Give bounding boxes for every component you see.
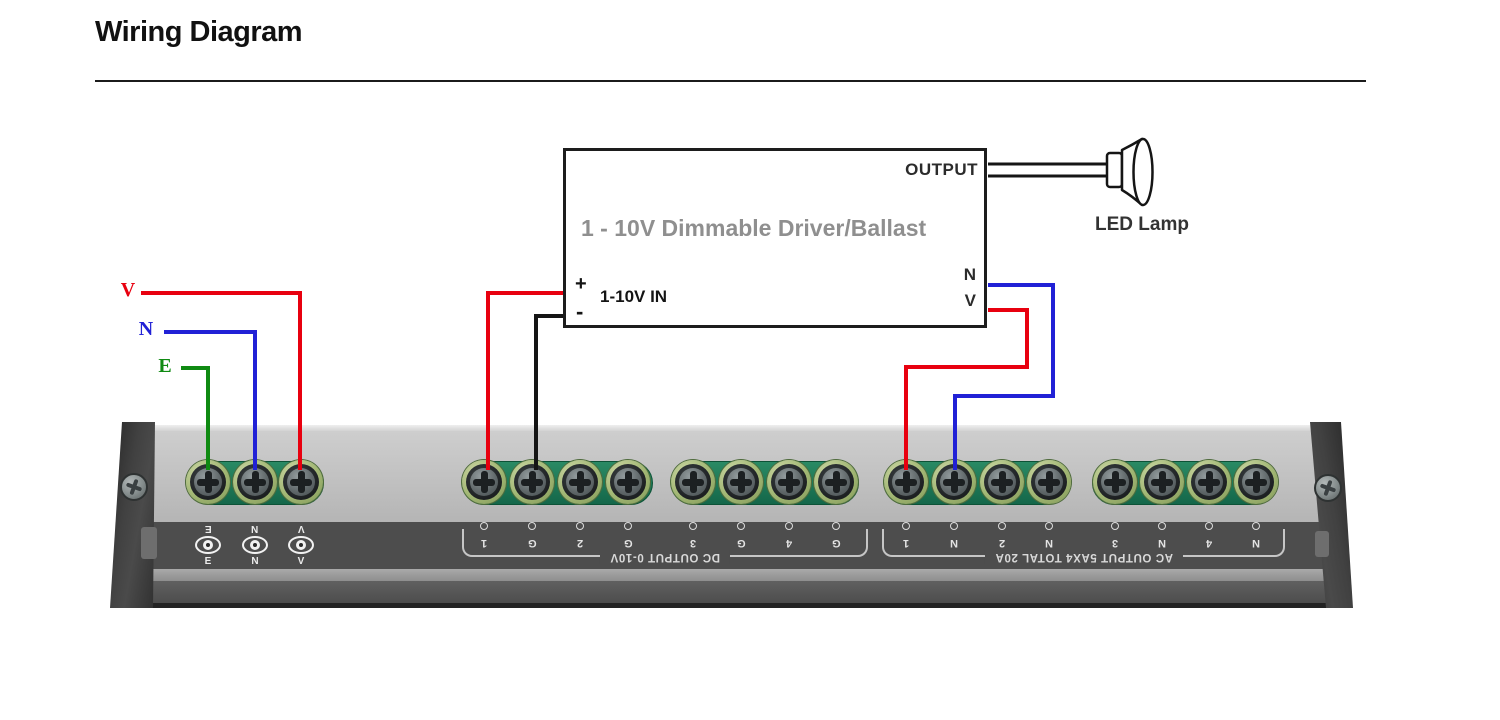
- terminal-screw: [1140, 460, 1184, 504]
- device-lower-face: [140, 581, 1330, 603]
- dc-terminal-label: G: [825, 522, 847, 550]
- driver-name-label: 1 - 10V Dimmable Driver/Ballast: [581, 215, 927, 241]
- terminal-screw: [884, 460, 928, 504]
- page-title: Wiring Diagram: [95, 16, 303, 48]
- terminal-screw: [1234, 460, 1278, 504]
- ac-terminal-label: 3: [1104, 522, 1126, 550]
- terminal-screw: [980, 460, 1024, 504]
- dim-input-plus-label: +: [575, 273, 587, 295]
- terminal-screw: [767, 460, 811, 504]
- dc-terminal-label: 4: [778, 522, 800, 550]
- dimmer-device-body: [140, 425, 1330, 608]
- endcap-screw-icon: [120, 473, 148, 501]
- device-top-bevel: [140, 425, 1330, 431]
- endcap-screw-icon: [1314, 474, 1342, 502]
- endcap-tab-left: [141, 527, 157, 559]
- terminal-screw: [719, 460, 763, 504]
- ac-output-bracket: AC OUTPUT 5AX4 TOTAL 20A: [882, 529, 1285, 564]
- terminal-screw: [814, 460, 858, 504]
- driver-live-label: V: [964, 291, 976, 310]
- endcap-tab-right: [1315, 531, 1329, 557]
- terminal-screw: [462, 460, 506, 504]
- terminal-screw: [671, 460, 715, 504]
- dim-input-minus-label: -: [576, 299, 584, 324]
- ac-terminal-label: 4: [1198, 522, 1220, 550]
- ac-terminal-label: N: [943, 522, 965, 550]
- dc-terminal-label: G: [617, 522, 639, 550]
- driver-neutral-label: N: [963, 265, 976, 284]
- dc-terminal-label: 3: [682, 522, 704, 550]
- device-mid-stripe: [140, 569, 1330, 581]
- terminal-screw: [1093, 460, 1137, 504]
- ac-section-title: AC OUTPUT 5AX4 TOTAL 20A: [984, 550, 1183, 564]
- terminal-screw: [606, 460, 650, 504]
- dim-input-label: 1-10V IN: [600, 287, 668, 306]
- dimmable-driver-box: OUTPUT 1 - 10V Dimmable Driver/Ballast +…: [563, 148, 987, 328]
- dc-section-title: DC OUTPUT 0-10V: [600, 550, 730, 564]
- terminal-screw: [186, 460, 230, 504]
- ac-terminal-label: N: [1245, 522, 1267, 550]
- title-divider: [95, 80, 1366, 82]
- ac-terminal-label: N: [1151, 522, 1173, 550]
- device-endcap-left: [110, 422, 155, 608]
- terminal-screw: [558, 460, 602, 504]
- mains-earth-label: E: [158, 355, 172, 377]
- terminal-screw: [932, 460, 976, 504]
- terminal-screw: [510, 460, 554, 504]
- device-bottom-edge: [140, 603, 1330, 608]
- led-lamp-label: LED Lamp: [1095, 214, 1189, 235]
- ac-terminal-label: 2: [991, 522, 1013, 550]
- ac-terminal-label: 1: [895, 522, 917, 550]
- dc-terminal-label: G: [521, 522, 543, 550]
- terminal-screw: [279, 460, 323, 504]
- dc-output-bracket: DC OUTPUT 0-10V: [462, 529, 868, 564]
- driver-output-label: OUTPUT: [905, 160, 978, 179]
- dc-terminal-label: 1: [473, 522, 495, 550]
- terminal-screw: [233, 460, 277, 504]
- dc-terminal-label: 2: [569, 522, 591, 550]
- ac-terminal-label: N: [1038, 522, 1060, 550]
- terminal-screw: [1187, 460, 1231, 504]
- terminal-screw: [1027, 460, 1071, 504]
- dc-terminal-label: G: [730, 522, 752, 550]
- mains-neutral-label: N: [138, 318, 154, 340]
- mains-live-label: V: [120, 279, 136, 301]
